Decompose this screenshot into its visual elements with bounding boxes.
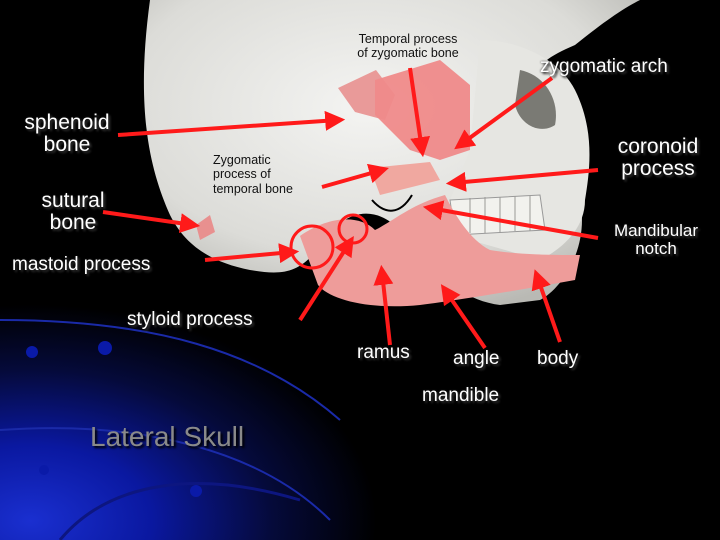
arrow-zygomatic-arch [454, 76, 554, 150]
orbit-shadow [515, 70, 556, 129]
label-mastoid-process: mastoid process [12, 254, 151, 275]
arrow-sutural [102, 210, 201, 234]
arrow-ramus [373, 264, 394, 346]
label-body: body [537, 348, 579, 369]
arrow-zygomatic-process [321, 163, 389, 189]
label-line: bone [43, 133, 91, 157]
label-line: of zygomatic bone [357, 46, 459, 61]
sutural-bone-highlight [196, 215, 215, 240]
label-line: sutural [41, 189, 105, 212]
blue-dots [26, 341, 202, 497]
label-coronoid-process: coronoid process [600, 135, 716, 181]
label-line: sphenoid [24, 111, 110, 134]
blue-swoosh-line [58, 482, 301, 540]
label-line: process [621, 157, 695, 181]
skull-image [143, 0, 640, 307]
mandibular-notch-curve [371, 194, 413, 212]
label-temporal-process: Temporal process of zygomatic bone [338, 32, 478, 61]
blue-swoosh-background [0, 300, 384, 540]
arrow-body [531, 269, 562, 343]
label-line: Zygomatic [213, 153, 271, 167]
arrow-temporal-process [408, 67, 431, 158]
slide-title: Lateral Skull [90, 421, 245, 452]
annotation-arrows [102, 67, 599, 350]
label-line: notch [635, 238, 677, 258]
label-zygomatic-process: Zygomatic process of temporal bone [213, 153, 293, 196]
arrow-coronoid [445, 168, 599, 192]
arrow-angle [440, 284, 487, 350]
arrow-styloid [298, 235, 354, 322]
arrow-mandibular-notch [422, 200, 599, 240]
label-line: process of [213, 167, 271, 182]
label-ramus: ramus [357, 342, 410, 363]
label-mandibular-notch: Mandibular notch [598, 222, 714, 258]
label-sutural-bone: sutural bone [28, 189, 118, 235]
label-line: bone [49, 211, 97, 235]
zygomatic-bone-highlight [375, 60, 470, 160]
label-line: Mandibular [613, 221, 699, 240]
label-sphenoid-bone: sphenoid bone [8, 111, 126, 157]
label-mandible: mandible [422, 385, 500, 406]
label-angle: angle [453, 348, 500, 369]
label-styloid-process: styloid process [127, 309, 253, 330]
mandible-highlight [300, 195, 580, 307]
label-line: coronoid [617, 135, 699, 158]
label-zygomatic-arch: zygomatic arch [540, 56, 668, 77]
label-line: temporal bone [213, 181, 293, 196]
blue-swoosh-line [0, 427, 331, 521]
arrow-mastoid [204, 243, 300, 264]
arrow-sphenoid [117, 110, 346, 137]
label-line: Temporal process [358, 32, 458, 46]
blue-swoosh-line [0, 319, 341, 421]
